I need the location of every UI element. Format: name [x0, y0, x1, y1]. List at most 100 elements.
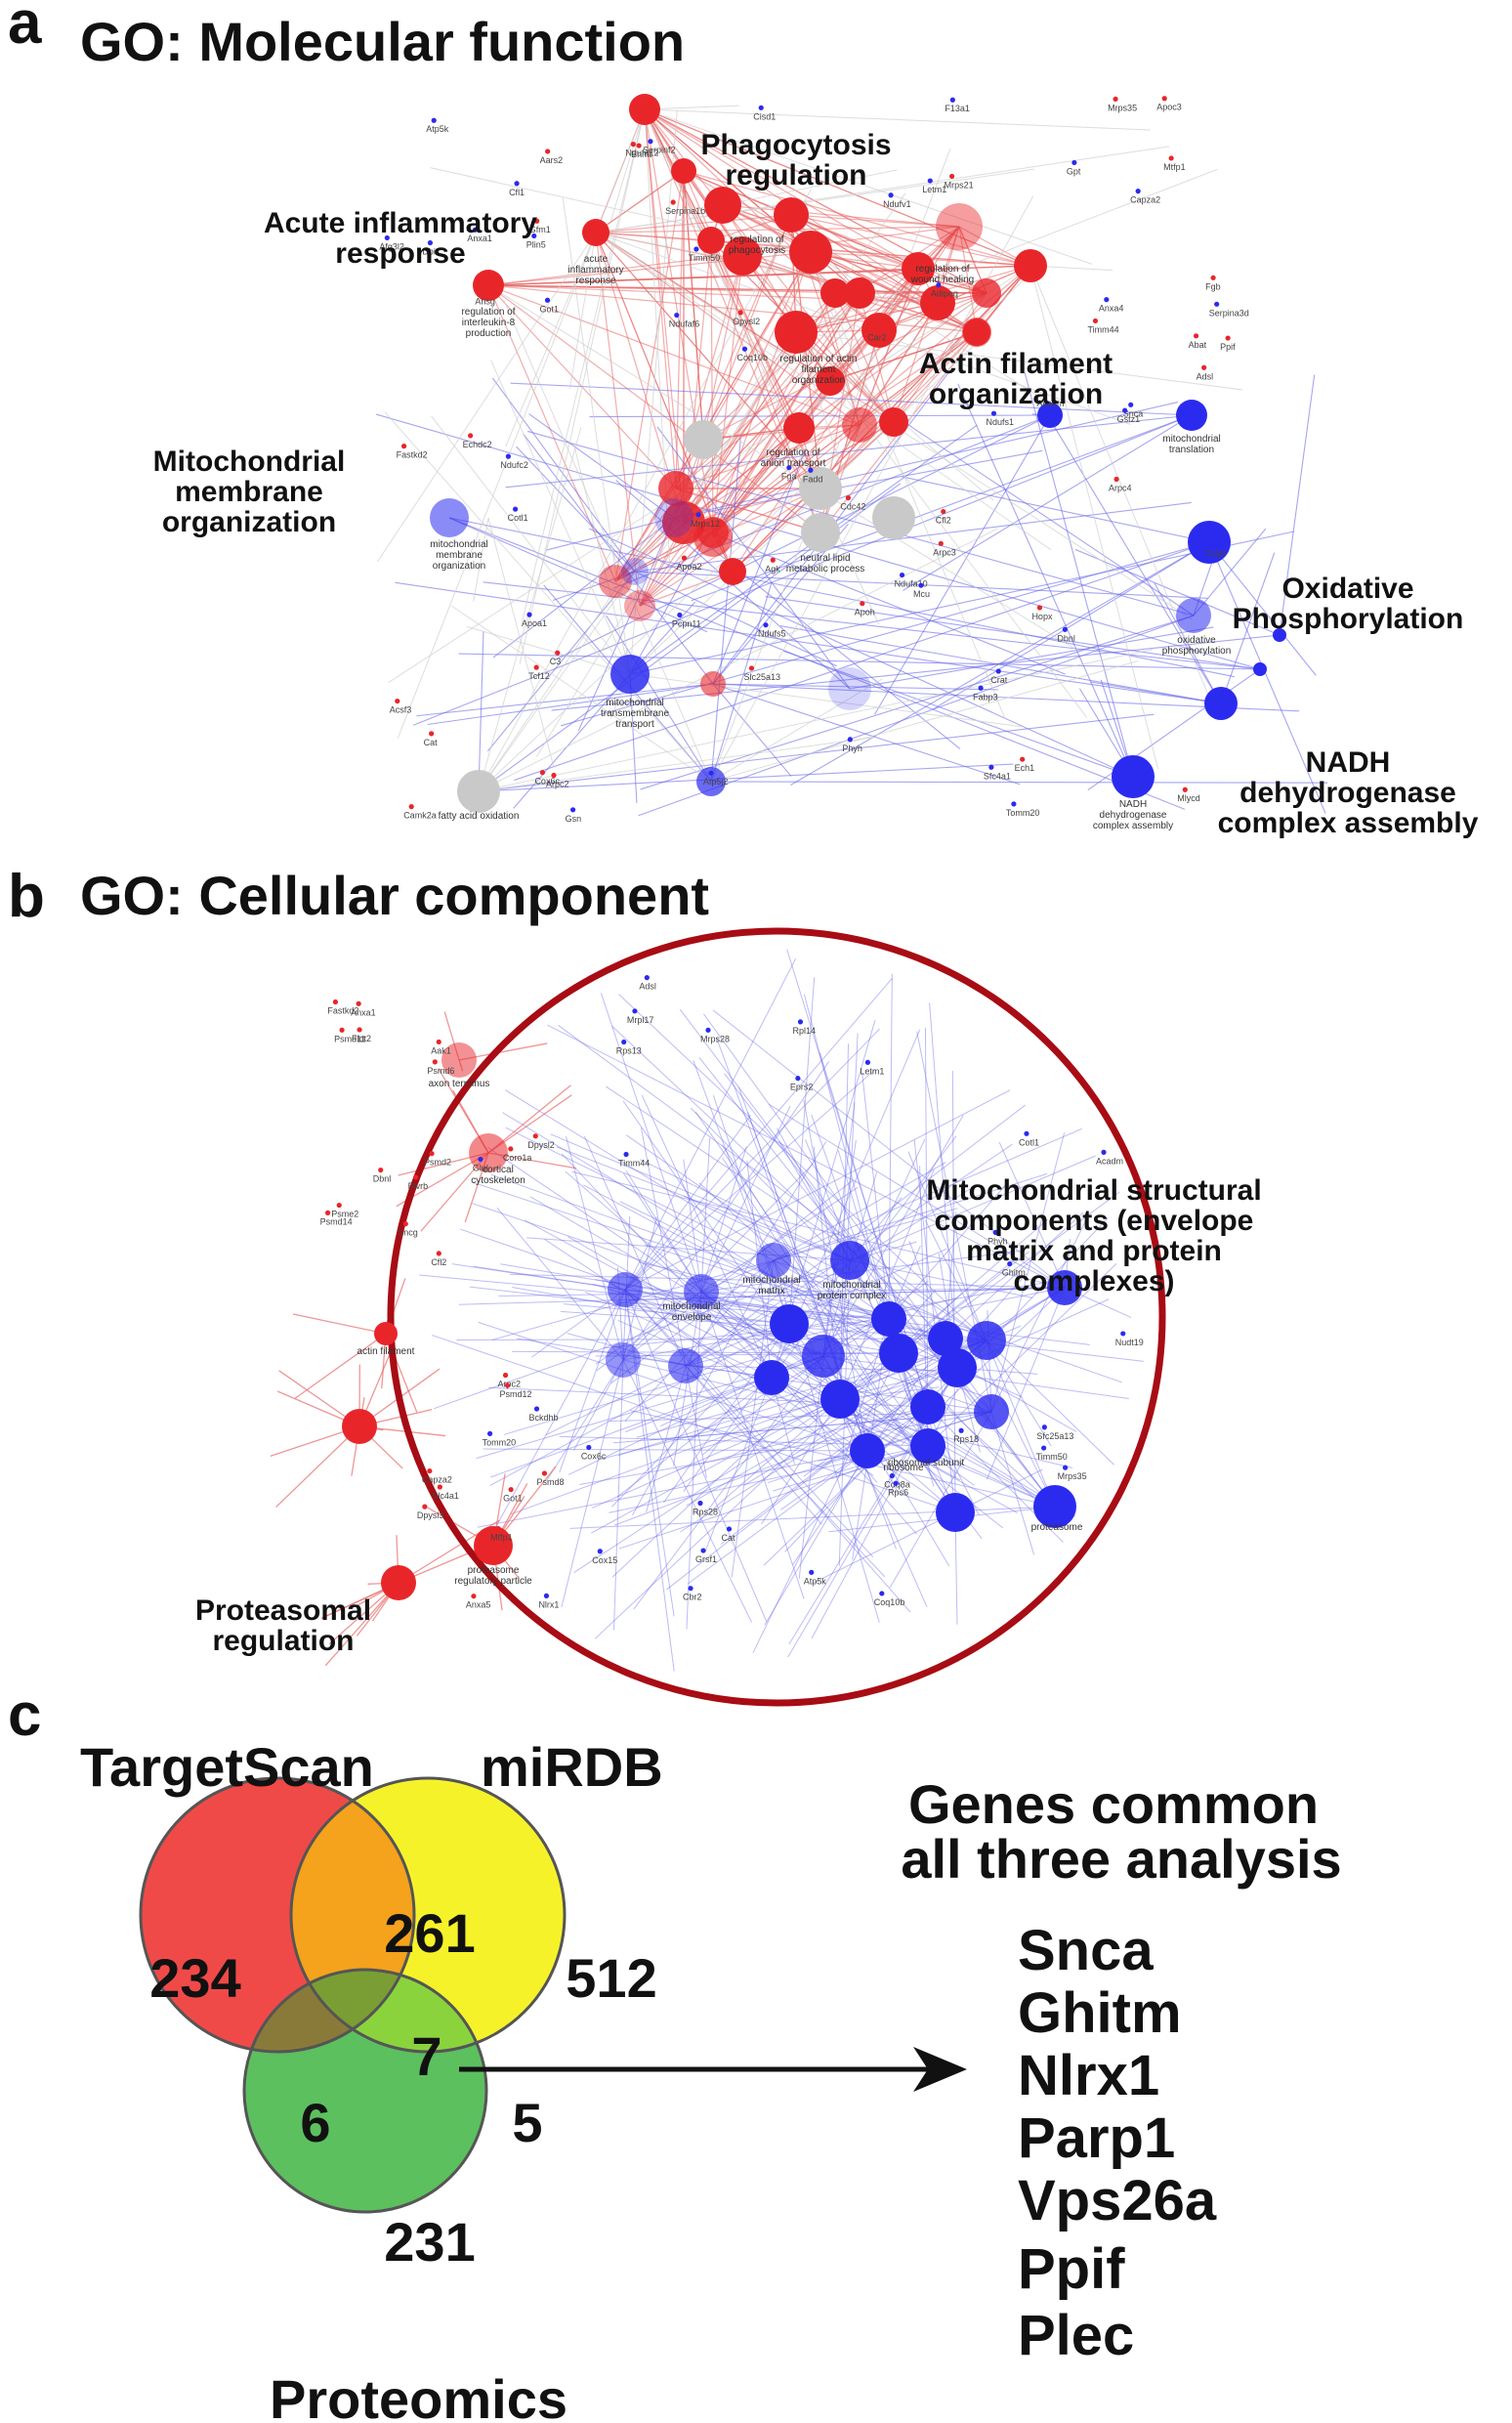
gene-dot [1024, 1130, 1029, 1136]
gene-dot [400, 444, 407, 449]
gene-ppif: Ppif [1018, 2237, 1125, 2301]
gene-label: Dpysl3 [417, 1510, 444, 1520]
gene-label: Coq10b [737, 353, 769, 362]
gene-dot [1036, 605, 1043, 611]
go-term-node [624, 590, 655, 621]
gene-dot [632, 1008, 638, 1014]
edge-red [810, 251, 987, 294]
go-term-node [844, 277, 875, 309]
gene-label: Fastkd2 [327, 1006, 358, 1016]
panel-b-letter: b [8, 863, 45, 930]
edge-blue [712, 683, 1021, 786]
panel-c: c TargetScan miRDB Proteomics 234 [8, 1681, 1342, 2423]
edge-blue [673, 517, 961, 749]
edge-red [958, 226, 978, 333]
go-term-label: ribosomal subunit [888, 1458, 965, 1468]
edge-blue [617, 1339, 987, 1457]
edge-red [487, 284, 616, 582]
gene-dot [531, 233, 537, 239]
edge-blue [768, 1103, 1066, 1289]
edge-blue [625, 1134, 890, 1320]
gene-dot [533, 664, 539, 670]
edge-red [639, 292, 861, 607]
edge-blue [472, 1181, 890, 1320]
gene-label: Apoa1 [522, 618, 547, 628]
edge-blue [612, 1359, 624, 1631]
gene-dot [888, 192, 894, 198]
edge-blue [773, 1445, 929, 1492]
edge-blue [419, 1274, 890, 1320]
venn-count-mirdb-only: 512 [566, 1947, 656, 2009]
gene-dot [688, 1586, 693, 1592]
edge-blue [811, 1114, 929, 1447]
edge-grey [568, 232, 597, 389]
edge-blue [686, 1291, 702, 1630]
edge-red [595, 232, 831, 382]
go-term-node [820, 1380, 860, 1419]
gene-label: Psmd6 [427, 1066, 454, 1076]
gene-ghitm: Ghitm [1018, 1981, 1182, 2045]
go-term-node [696, 767, 726, 796]
go-term-node [967, 1321, 1006, 1360]
edge-blue [701, 1355, 824, 1456]
gene-dot [630, 142, 636, 148]
go-term-label: proteasome [1031, 1522, 1083, 1533]
edge-blue [712, 1094, 790, 1325]
gene-label: Phyh [987, 1236, 1008, 1246]
gene-label: Glul [473, 1163, 488, 1172]
gene-dot [502, 1372, 509, 1379]
gene-dot [748, 665, 755, 671]
gene-label: Ndufs1 [986, 417, 1014, 427]
edge-blue [700, 1291, 878, 1483]
edge-blue [710, 581, 773, 783]
edge-blue [700, 1291, 953, 1321]
edge-blue [874, 414, 1051, 715]
venn-outline-targetscan [139, 1776, 416, 2054]
gene-dot [1011, 801, 1017, 807]
gene-label: Nudt19 [1115, 1338, 1144, 1347]
edge-blue [777, 1127, 851, 1261]
edge-blue [839, 1033, 859, 1400]
gene-label: Letm1 [922, 185, 946, 194]
edge-blue [712, 683, 792, 777]
edge-blue [561, 1153, 773, 1379]
edge-blue [458, 653, 1261, 670]
edge-blue [433, 1259, 851, 1410]
gene-dot [958, 1427, 964, 1433]
gene-label: Atp5k [804, 1576, 827, 1586]
gene-dot [429, 731, 435, 737]
gene-label: Coro1a [503, 1153, 532, 1163]
gene-dot [543, 1593, 550, 1598]
go-term-node [830, 1241, 869, 1280]
gene-dot [436, 1039, 441, 1045]
gene-dot [677, 612, 683, 618]
edge-red [614, 170, 685, 582]
edge-blue [567, 1236, 929, 1447]
edge-blue [822, 1355, 1129, 1400]
panel-a-title: GO: Molecular function [80, 11, 685, 72]
edge-blue [929, 1002, 958, 1369]
gene-label: Rps18 [953, 1434, 979, 1444]
gene-dot [1225, 335, 1231, 341]
edge-blue [589, 414, 1051, 418]
edge-blue [839, 1398, 1004, 1529]
gene-label: Tcf12 [528, 671, 550, 681]
edge-blue [990, 1132, 1066, 1413]
edge-blue [427, 683, 714, 726]
edge-red [859, 268, 919, 426]
gene-label: Timm50 [1036, 1452, 1068, 1462]
edge-blue [902, 476, 1210, 543]
gene-dot [809, 1569, 815, 1575]
gene-label: C3 [550, 657, 562, 666]
gene-dot [339, 1027, 345, 1033]
panel-a-gene-labels: Anxa4Serpina1bSerpina3dCfl1Serpinf2Arpc4… [379, 96, 1249, 824]
gene-label: Psmd11 [334, 1034, 365, 1043]
gene-label: Anxa1 [467, 234, 492, 243]
edge-blue [630, 1410, 1056, 1508]
gene-label: Cotl1 [508, 513, 528, 523]
